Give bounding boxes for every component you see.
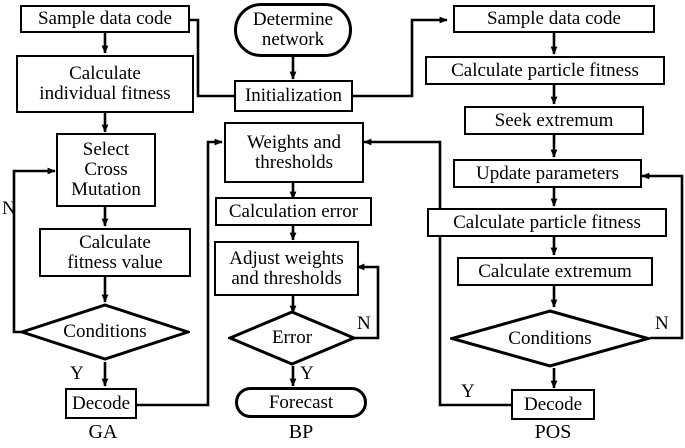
- pos-calculate-extremum-box[interactable]: Calculate extremum: [457, 257, 653, 286]
- ga-decode-box[interactable]: Decode: [65, 388, 137, 419]
- pos-conditions-diamond[interactable]: Conditions: [450, 309, 650, 368]
- bp-error-diamond[interactable]: Error: [228, 310, 356, 366]
- bp-error-label: Error: [271, 327, 313, 348]
- bp-error-no-label: N: [357, 313, 371, 334]
- bp-column-label: BP: [288, 421, 314, 443]
- ga-calculate-individual-fitness-box[interactable]: Calculate individual fitness: [16, 55, 194, 113]
- ga-select-cross-mutation-box[interactable]: Select Cross Mutation: [56, 133, 156, 207]
- bp-initialization-box[interactable]: Initialization: [234, 80, 353, 112]
- pos-conditions-label: Conditions: [508, 327, 592, 349]
- bp-adjust-weights-and-thresholds-box[interactable]: Adjust weights and thresholds: [214, 241, 359, 296]
- bp-weights-and-thresholds-box[interactable]: Weights and thresholds: [224, 122, 364, 183]
- bp-error-diamond-shape: [228, 310, 356, 366]
- pos-calculate-particle-fitness-box-1[interactable]: Calculate particle fitness: [425, 56, 665, 85]
- pos-update-parameters-box[interactable]: Update parameters: [453, 159, 642, 188]
- pos-seek-extremum-box[interactable]: Seek extremum: [464, 106, 644, 135]
- pos-conditions-no-label: N: [655, 313, 669, 334]
- ga-conditions-no-label: N: [2, 198, 16, 219]
- bp-forecast-terminal[interactable]: Forecast: [235, 387, 367, 418]
- ga-column-label: GA: [88, 421, 118, 443]
- ga-conditions-yes-label: Y: [70, 363, 84, 384]
- ga-conditions-label: Conditions: [63, 321, 147, 342]
- pos-column-label: POS: [534, 421, 572, 443]
- ga-sample-data-code-box[interactable]: Sample data code: [20, 5, 190, 33]
- bp-determine-network-terminal[interactable]: Determine network: [234, 3, 352, 57]
- ga-conditions-diamond[interactable]: Conditions: [20, 303, 190, 361]
- bp-error-yes-label: Y: [300, 363, 314, 384]
- bp-calculation-error-box[interactable]: Calculation error: [215, 197, 372, 226]
- pos-conditions-yes-label: Y: [461, 381, 475, 402]
- ga-calculate-fitness-value-box[interactable]: Calculate fitness value: [39, 228, 191, 277]
- pos-calculate-particle-fitness-box-2[interactable]: Calculate particle fitness: [427, 208, 667, 237]
- pos-sample-data-code-box[interactable]: Sample data code: [453, 5, 655, 33]
- pos-decode-box[interactable]: Decode: [511, 389, 595, 420]
